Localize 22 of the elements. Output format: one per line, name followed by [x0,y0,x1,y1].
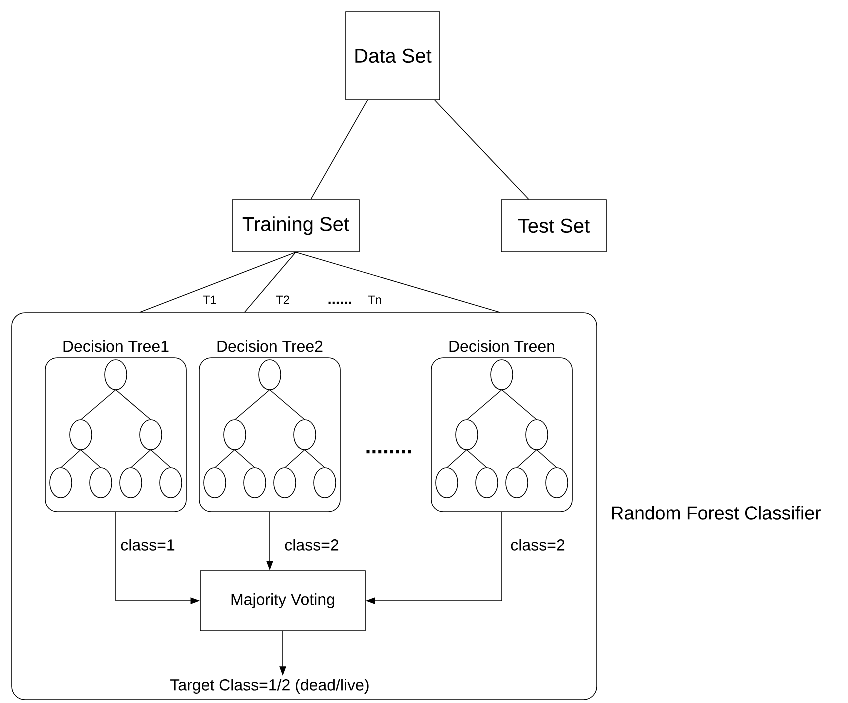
connector [434,100,530,200]
connector [310,100,368,200]
edge-label: Tn [366,294,384,306]
connector [244,252,296,313]
edge-label: T2 [274,294,292,306]
tree-heading: Decision Tree1 [64,340,169,352]
tree-heading: Decision Treen [450,340,554,352]
edge-label: class=2 [283,538,341,552]
edge-label: class=1 [119,538,177,552]
process-box: Majority Voting [200,570,366,632]
tree-heading: Decision Tree2 [218,340,323,352]
process-box: Data Set [346,12,440,100]
frame-label: Random Forest Classifier [612,506,821,520]
edge-label: T1 [202,294,218,306]
edge-label: class=2 [509,538,567,552]
result-text: Target Class=1/2 (dead/live) [170,679,369,694]
process-box: Test Set [501,200,607,252]
process-box: Training Set [232,200,360,252]
ellipsis-mark: ...... [328,302,352,304]
ellipsis-mark: ........ [366,450,412,454]
connector [296,252,501,313]
connector [139,252,296,313]
